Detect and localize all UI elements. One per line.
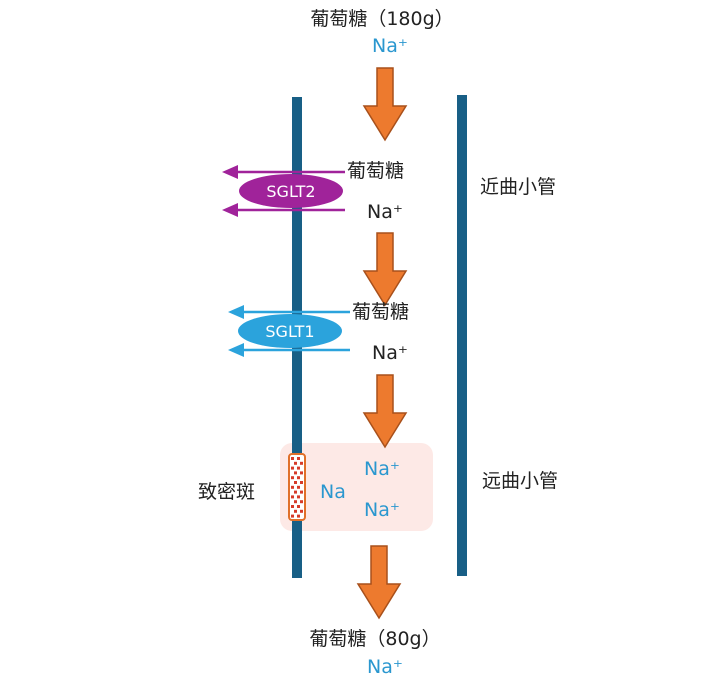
macula-cell-dot bbox=[291, 514, 294, 518]
bottom-glucose-label: 葡萄糖（80g） bbox=[309, 628, 440, 650]
macula-cell-dot bbox=[300, 481, 303, 484]
proximal-tubule-label: 近曲小管 bbox=[480, 176, 556, 198]
macula-na-top: Na⁺ bbox=[364, 458, 400, 480]
macula-cell-dot bbox=[294, 481, 297, 484]
macula-cell-dot bbox=[300, 509, 303, 513]
sglt1-glucose-label: 葡萄糖 bbox=[352, 301, 409, 323]
sglt1-label: SGLT1 bbox=[265, 322, 314, 341]
macula-cell-dot bbox=[294, 461, 297, 465]
sglt2-arrows bbox=[222, 165, 345, 217]
sglt2-label: SGLT2 bbox=[266, 182, 315, 201]
flow-down-arrow-icon bbox=[362, 67, 408, 142]
macula-na-bottom: Na⁺ bbox=[364, 499, 400, 521]
distal-tubule-label: 远曲小管 bbox=[482, 470, 558, 492]
sglt2-na-label: Na⁺ bbox=[367, 201, 403, 223]
macula-cell-dot bbox=[297, 514, 300, 518]
macula-cell-dot bbox=[297, 457, 300, 460]
macula-cell-dot bbox=[300, 500, 303, 504]
macula-cell-dot bbox=[291, 505, 294, 508]
macula-cell-dot bbox=[297, 505, 300, 508]
tubule-wall-right bbox=[457, 95, 467, 576]
flow-down-arrow-icon bbox=[362, 374, 408, 449]
macula-cell-dot bbox=[291, 466, 294, 470]
macula-cell-dot bbox=[300, 490, 303, 494]
macula-cell-dot bbox=[297, 495, 300, 499]
sglt1-na-label: Na⁺ bbox=[372, 342, 408, 364]
macula-cell-dot bbox=[291, 485, 294, 489]
sglt2-transporter bbox=[239, 174, 343, 208]
macula-cell-dot bbox=[291, 476, 294, 480]
macula-cell-dot bbox=[294, 471, 297, 475]
macula-na-left: Na bbox=[320, 481, 346, 503]
macula-cell-dot bbox=[294, 509, 297, 513]
macula-densa-label: 致密斑 bbox=[198, 481, 255, 503]
top-glucose-label: 葡萄糖（180g） bbox=[310, 8, 453, 30]
macula-cell-dot bbox=[300, 471, 303, 475]
flow-down-arrow-icon bbox=[362, 232, 408, 307]
macula-cell-dot bbox=[297, 466, 300, 470]
sglt2-glucose-label: 葡萄糖 bbox=[347, 160, 404, 182]
macula-densa-region bbox=[280, 443, 433, 531]
macula-cell-dot bbox=[291, 457, 294, 460]
macula-cell-dot bbox=[297, 476, 300, 480]
macula-densa-cells bbox=[288, 453, 306, 521]
top-na-label: Na⁺ bbox=[372, 35, 408, 57]
macula-cell-dot bbox=[294, 500, 297, 504]
bottom-na-label: Na⁺ bbox=[367, 656, 403, 678]
macula-cell-dot bbox=[300, 461, 303, 465]
sglt1-arrows bbox=[228, 305, 350, 357]
macula-cell-dot bbox=[291, 495, 294, 499]
macula-cell-dot bbox=[294, 490, 297, 494]
flow-down-arrow-icon bbox=[356, 545, 402, 620]
sglt1-transporter bbox=[238, 314, 342, 348]
macula-cell-dot bbox=[297, 485, 300, 489]
